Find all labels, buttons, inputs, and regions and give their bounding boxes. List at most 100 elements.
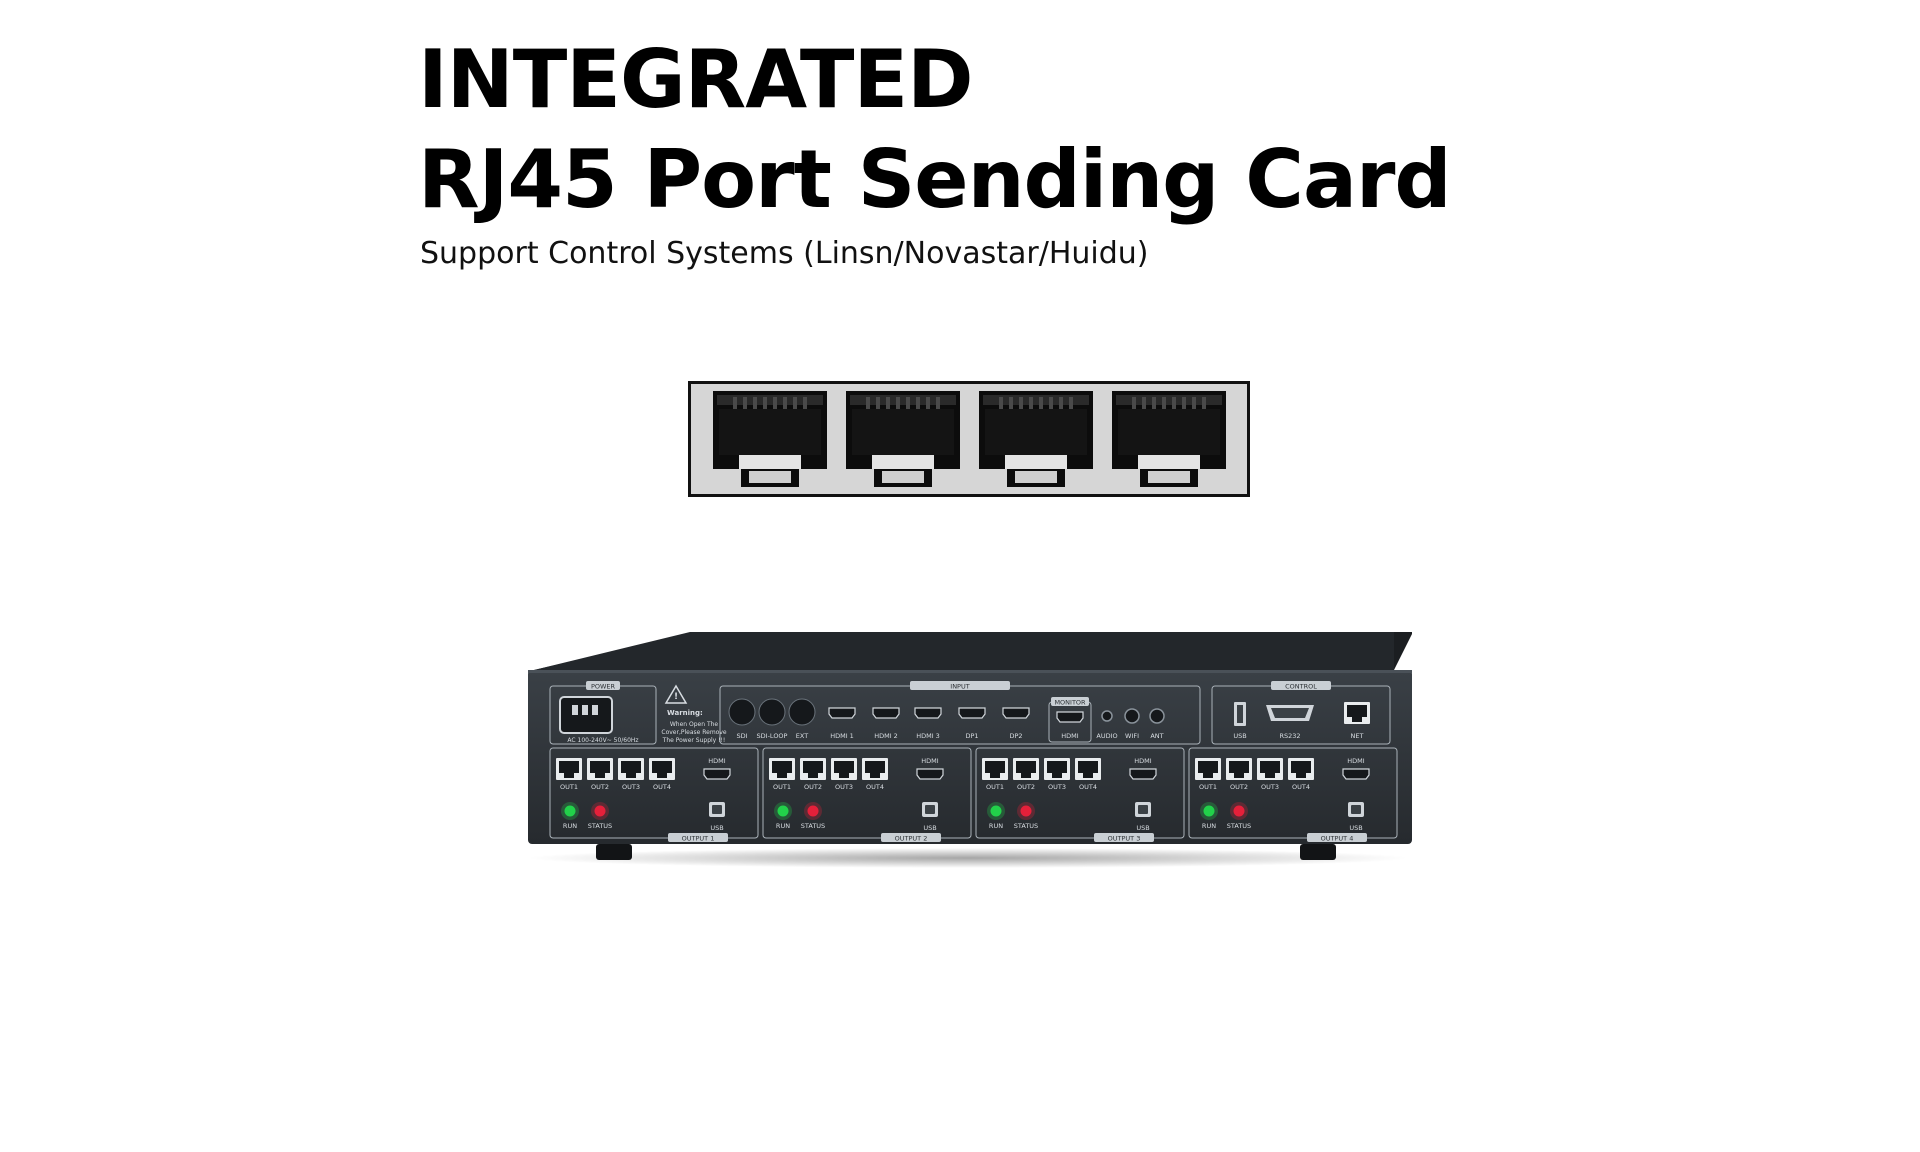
input-label: INPUT bbox=[950, 683, 969, 691]
output-port-label: OUT1 bbox=[986, 783, 1004, 791]
output-group-label: OUTPUT 3 bbox=[1108, 835, 1141, 843]
control-label-tab bbox=[1271, 681, 1331, 690]
sdi-bnc-connector bbox=[728, 698, 756, 726]
monitor-port-label: AUDIO bbox=[1096, 732, 1117, 740]
output-port-label: OUT3 bbox=[622, 783, 640, 791]
output-port-label: OUT2 bbox=[1230, 783, 1248, 791]
input-port-label: DP1 bbox=[965, 732, 978, 740]
rj45-jack bbox=[845, 391, 960, 487]
output-port-label: OUT4 bbox=[1079, 783, 1097, 791]
output-port-label: OUT2 bbox=[804, 783, 822, 791]
output-usb-label: USB bbox=[923, 824, 936, 832]
output-group-label: OUTPUT 2 bbox=[895, 835, 928, 843]
input-port-label: SDI bbox=[736, 732, 747, 740]
run-led bbox=[990, 805, 1002, 817]
rj45-port-strip-image bbox=[688, 381, 1250, 497]
monitor-round-connector bbox=[1124, 708, 1140, 724]
output-port-label: OUT3 bbox=[835, 783, 853, 791]
status-led-label: STATUS bbox=[801, 822, 825, 830]
monitor-hdmi-connector bbox=[1056, 711, 1084, 723]
input-port-connector bbox=[872, 707, 900, 719]
output-group-panel bbox=[762, 747, 972, 839]
warning-line: Cover,Please Remove bbox=[661, 729, 727, 736]
output-port-label: OUT1 bbox=[560, 783, 578, 791]
output-hdmi-connector bbox=[1129, 768, 1157, 780]
output-hdmi-connector bbox=[703, 768, 731, 780]
status-led-label: STATUS bbox=[588, 822, 612, 830]
output-group-label-tab bbox=[668, 833, 728, 842]
control-label: CONTROL bbox=[1285, 683, 1317, 691]
status-led bbox=[807, 805, 819, 817]
headline-line-1: INTEGRATED bbox=[418, 33, 974, 126]
device-foot-right bbox=[1300, 844, 1336, 860]
output-port-label: OUT3 bbox=[1048, 783, 1066, 791]
power-label: POWER bbox=[591, 683, 616, 691]
headline-line-2: RJ45 Port Sending Card bbox=[418, 133, 1452, 226]
output-group-label-tab bbox=[1307, 833, 1367, 842]
input-port-connector bbox=[914, 707, 942, 719]
rj45-jack bbox=[1111, 391, 1226, 487]
run-led bbox=[777, 805, 789, 817]
output-port-label: OUT3 bbox=[1261, 783, 1279, 791]
input-port-label: SDI-LOOP bbox=[757, 732, 788, 740]
monitor-round-connector bbox=[1149, 708, 1165, 724]
output-group-panel bbox=[975, 747, 1185, 839]
input-port-connector bbox=[958, 707, 986, 719]
warning-icon bbox=[664, 684, 688, 704]
run-led-label: RUN bbox=[776, 822, 790, 830]
input-label-tab bbox=[910, 681, 1010, 690]
output-group-label: OUTPUT 4 bbox=[1321, 835, 1354, 843]
output-group-label-tab bbox=[1094, 833, 1154, 842]
output-group-label: OUTPUT 1 bbox=[682, 835, 715, 843]
status-led-label: STATUS bbox=[1014, 822, 1038, 830]
sdi-bnc-connector bbox=[758, 698, 786, 726]
output-port-label: OUT2 bbox=[1017, 783, 1035, 791]
status-led bbox=[1020, 805, 1032, 817]
output-port-label: OUT4 bbox=[866, 783, 884, 791]
device-rear-panel: POWER AC 100-240V~ 50/60Hz! Warning: When O… bbox=[528, 632, 1412, 868]
output-hdmi-connector bbox=[916, 768, 944, 780]
output-port-label: OUT1 bbox=[773, 783, 791, 791]
warning-line: When Open The bbox=[670, 721, 719, 728]
output-usb-label: USB bbox=[1349, 824, 1362, 832]
output-group-panel bbox=[1188, 747, 1398, 839]
monitor-port-label: WIFI bbox=[1125, 732, 1139, 740]
sdi-bnc-connector bbox=[788, 698, 816, 726]
output-port-label: OUT4 bbox=[1292, 783, 1310, 791]
run-led-label: RUN bbox=[1202, 822, 1216, 830]
run-led bbox=[564, 805, 576, 817]
input-port-label: HDMI 3 bbox=[916, 732, 940, 740]
run-led-label: RUN bbox=[989, 822, 1003, 830]
output-hdmi-label: HDMI bbox=[1347, 757, 1365, 765]
input-port-label: HDMI 2 bbox=[874, 732, 898, 740]
output-usb-label: USB bbox=[1136, 824, 1149, 832]
input-port-connector bbox=[828, 707, 856, 719]
output-port-label: OUT1 bbox=[1199, 783, 1217, 791]
output-usb-label: USB bbox=[710, 824, 723, 832]
monitor-label: MONITOR bbox=[1054, 699, 1086, 707]
output-hdmi-label: HDMI bbox=[921, 757, 939, 765]
output-port-label: OUT4 bbox=[653, 783, 671, 791]
input-port-label: DP2 bbox=[1009, 732, 1022, 740]
warning-icon-mark: ! bbox=[674, 692, 678, 702]
sending-card-device-image: POWER AC 100-240V~ 50/60Hz! Warning: When O… bbox=[524, 630, 1412, 870]
status-led bbox=[1233, 805, 1245, 817]
output-group-label-tab bbox=[881, 833, 941, 842]
device-foot-left bbox=[596, 844, 632, 860]
power-rating-label: AC 100-240V~ 50/60Hz bbox=[567, 737, 638, 744]
input-port-connector bbox=[1002, 707, 1030, 719]
output-hdmi-label: HDMI bbox=[1134, 757, 1152, 765]
rj45-jack bbox=[712, 391, 827, 487]
power-label-tab bbox=[586, 681, 620, 690]
chassis-rear-face bbox=[528, 670, 1412, 844]
control-port-label: NET bbox=[1351, 732, 1364, 740]
monitor-round-connector bbox=[1101, 710, 1113, 722]
warning-line: The Power Supply !!! bbox=[662, 737, 726, 744]
run-led bbox=[1203, 805, 1215, 817]
monitor-port-label: ANT bbox=[1150, 732, 1163, 740]
status-led bbox=[594, 805, 606, 817]
headline-block: INTEGRATED RJ45 Port Sending Card Suppor… bbox=[418, 30, 1452, 274]
warning-title: Warning: bbox=[667, 709, 703, 717]
control-port-label: RS232 bbox=[1279, 732, 1300, 740]
rj45-jack bbox=[978, 391, 1093, 487]
